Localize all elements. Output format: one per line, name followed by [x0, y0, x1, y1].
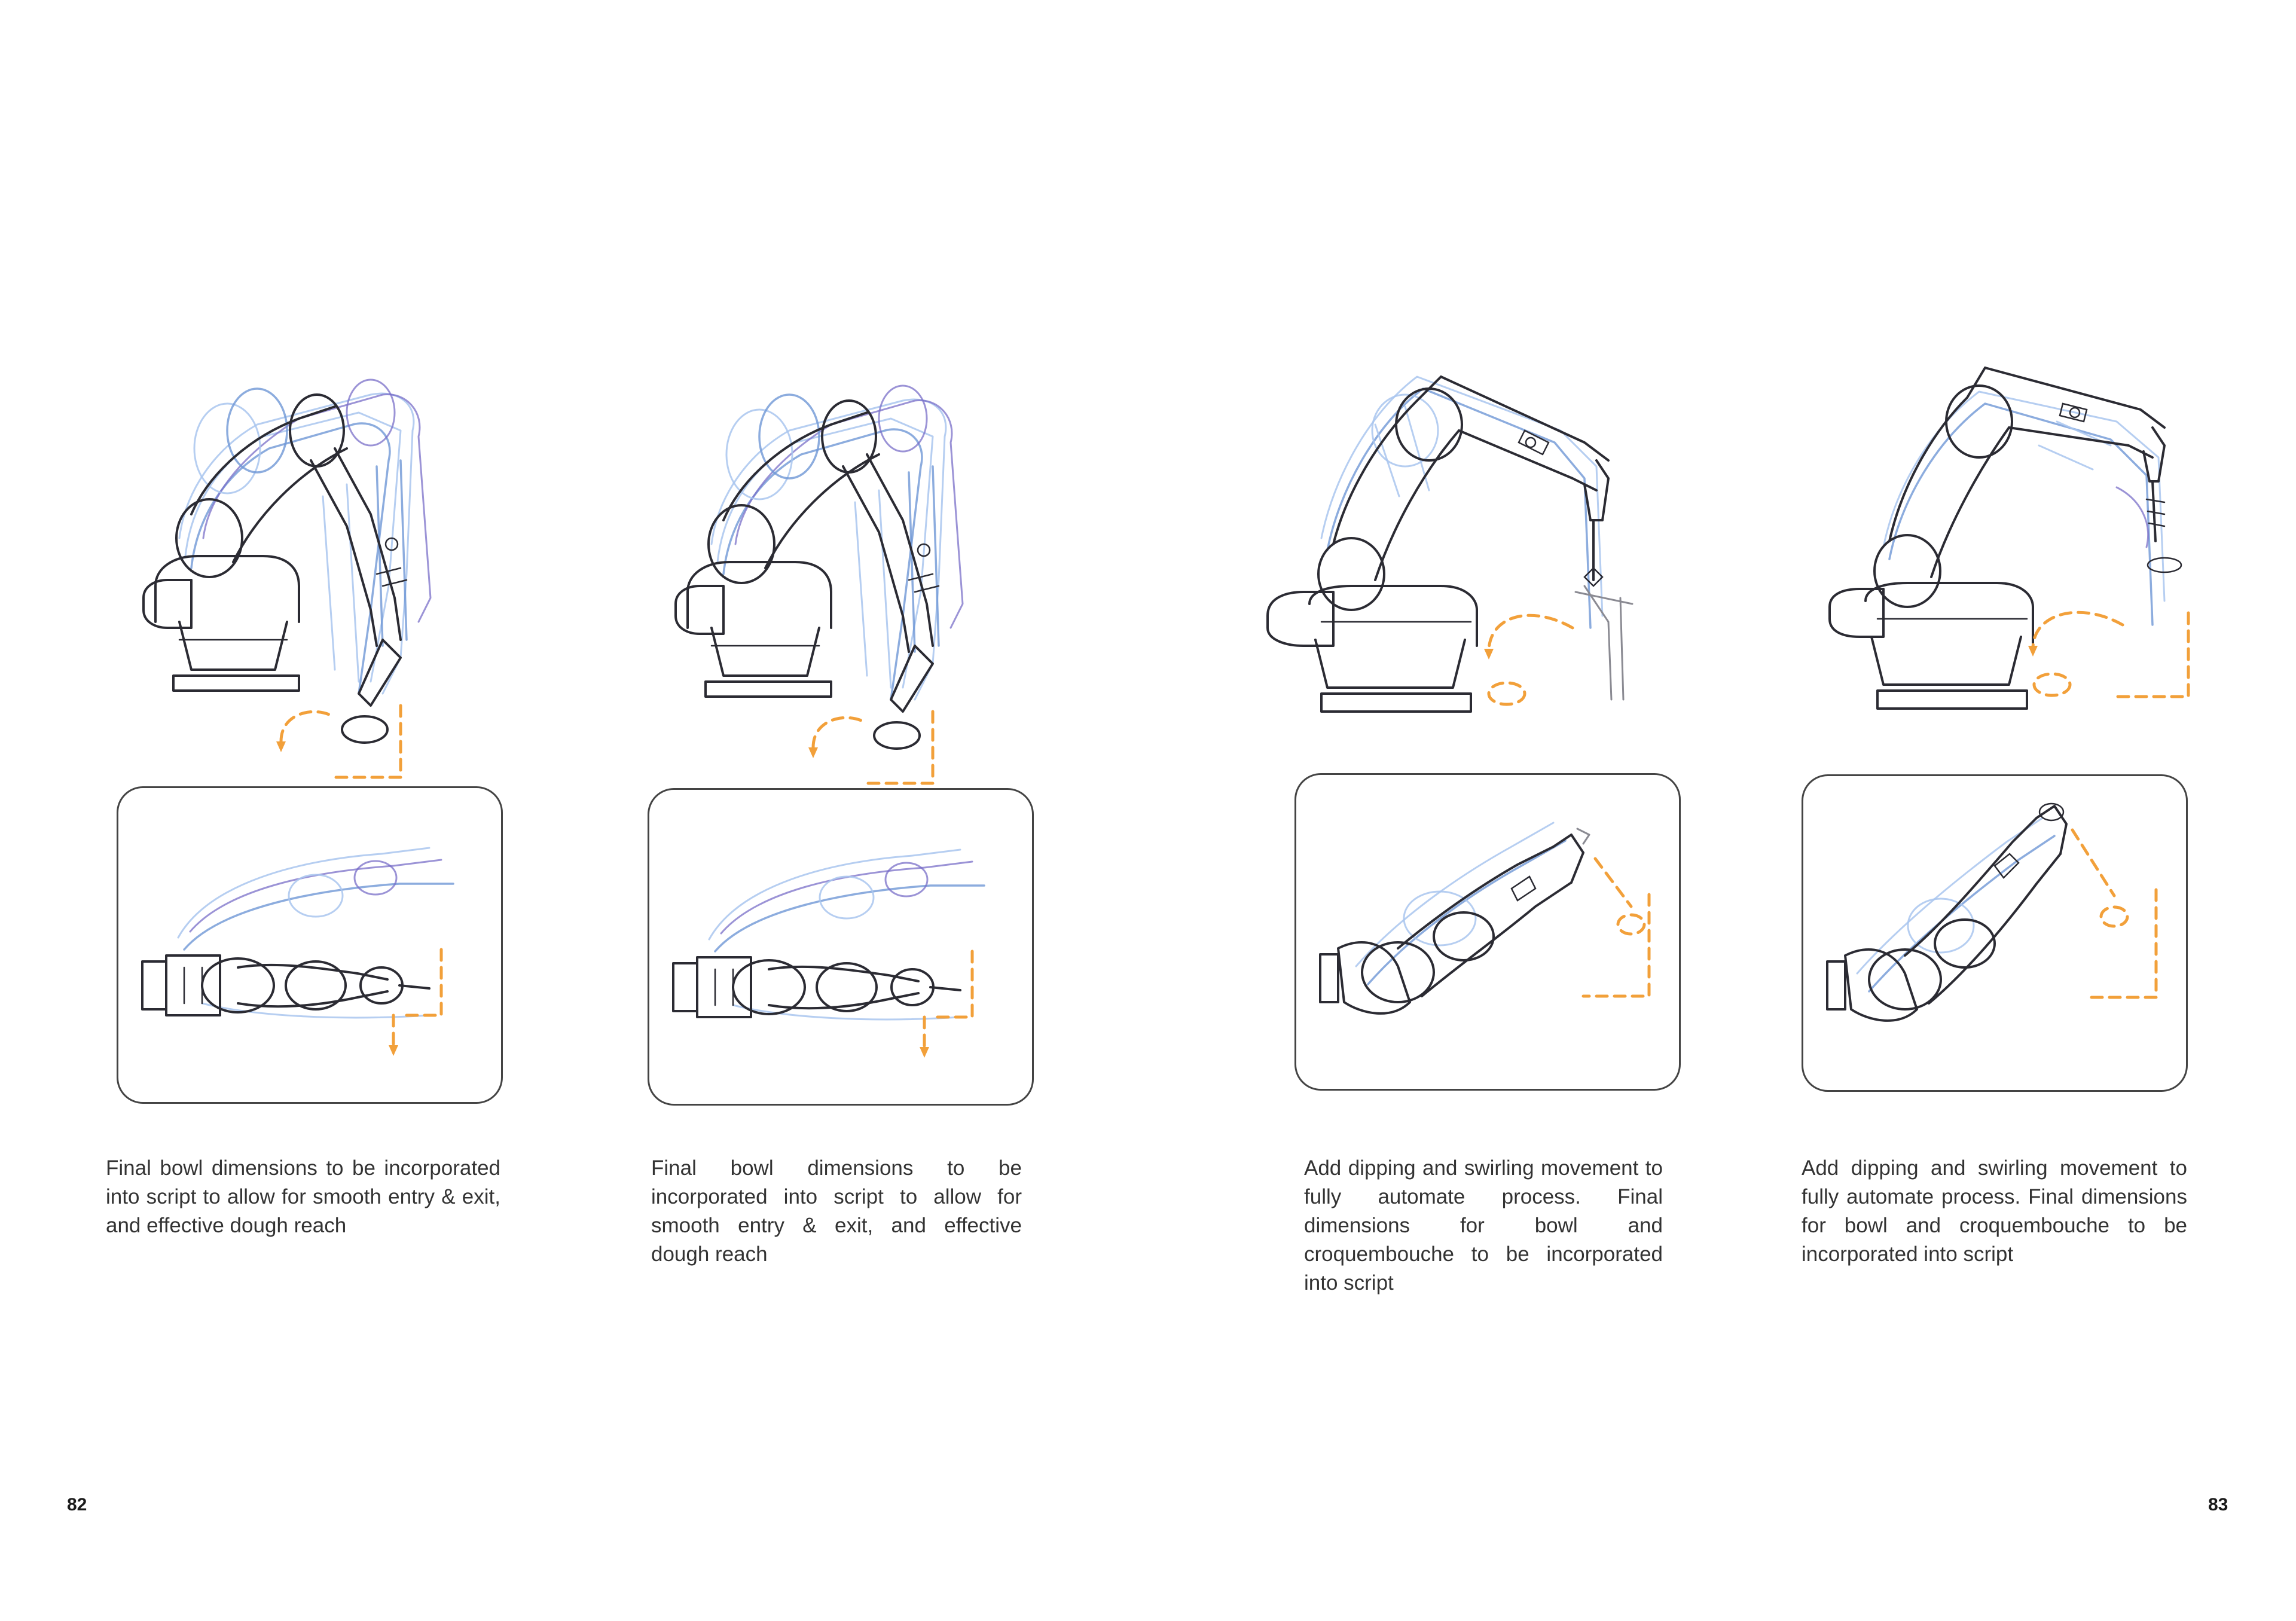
robot-arm-illustration-3 [1266, 376, 1634, 713]
page-82: Final bowl dimensions to be incorporated… [67, 378, 1034, 1515]
robot-main-pose [674, 399, 940, 750]
robot-main-pose [1828, 367, 2182, 710]
caption-4: Add dipping and swirling movement to ful… [1802, 1156, 2187, 1266]
top-view-panel-2 [648, 788, 1034, 1106]
orange-dashed-arrow-icon [808, 710, 935, 785]
robot-top-view-illustration-2 [672, 848, 985, 1058]
robot-arm-illustration-1 [142, 378, 432, 779]
orange-dashed-arrow-icon [1581, 857, 1651, 998]
caption-1: Final bowl dimensions to be incorporated… [106, 1156, 500, 1237]
page-number-82: 82 [67, 1495, 87, 1515]
robot-ghost-poses [1882, 390, 2166, 626]
robot-top-view-illustration-3 [1319, 822, 1651, 1015]
page-83: Add dipping and swirling movement to ful… [1148, 0, 2296, 1621]
robot-main-pose [142, 393, 408, 744]
robot-main-pose [1266, 376, 1634, 713]
robot-top-view-illustration-1 [141, 847, 454, 1056]
robot-ghost-poses [710, 384, 964, 701]
top-view-panel-1 [117, 786, 503, 1104]
orange-dashed-arrow-icon [1484, 613, 1574, 706]
orange-dashed-arrow-icon [2071, 828, 2158, 999]
orange-dashed-arrow-icon [276, 704, 402, 779]
robot-top-view-illustration-4 [1826, 802, 2158, 1022]
caption-3: Add dipping and swirling movement to ful… [1304, 1156, 1663, 1295]
orange-dashed-arrow-icon [389, 948, 443, 1056]
top-view-panel-4 [1802, 774, 2188, 1092]
top-view-panel-3 [1294, 773, 1681, 1091]
caption-2: Final bowl dimensions to be incorporated… [651, 1156, 1022, 1266]
robot-arm-illustration-4 [1828, 367, 2190, 710]
orange-dashed-arrow-icon [2028, 610, 2190, 698]
robot-arm-illustration-2 [674, 384, 964, 785]
orange-dashed-arrow-icon [920, 950, 974, 1058]
robot-ghost-poses [178, 378, 432, 695]
page-number-83: 83 [2208, 1495, 2228, 1515]
